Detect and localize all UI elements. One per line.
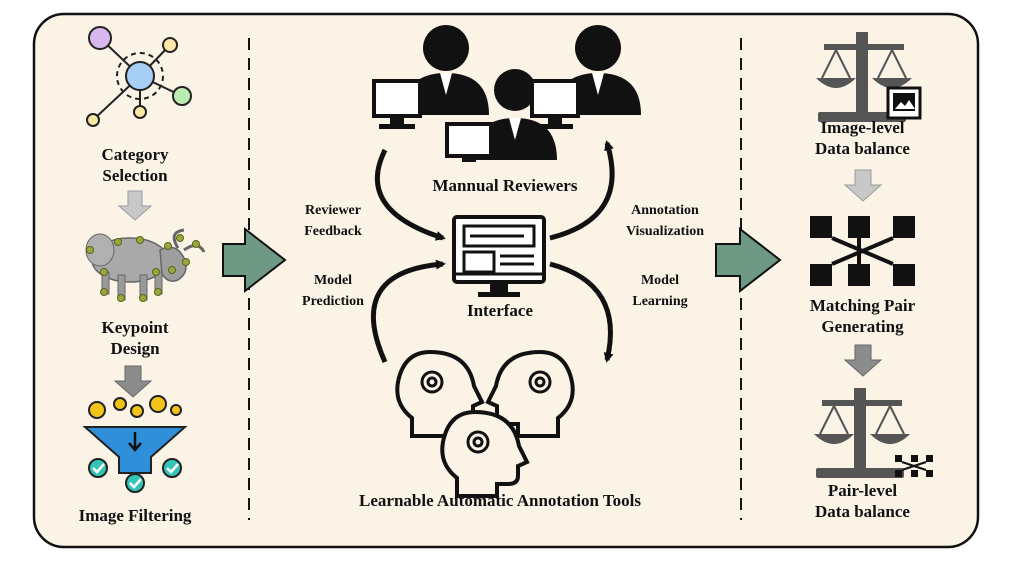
image-filtering-label: Image Filtering <box>78 506 192 525</box>
scale-icon-pair-level <box>814 388 910 478</box>
filter-funnel-icon <box>82 395 188 493</box>
network-icon <box>86 26 192 127</box>
big-arrow-right <box>715 226 782 294</box>
flow-arrows <box>370 140 615 364</box>
arrow-down-3 <box>843 169 883 202</box>
pairs-mini-icon <box>895 455 933 477</box>
arrow-down-1 <box>117 190 153 221</box>
reviewers-label: Mannual Reviewers <box>432 176 578 195</box>
matching-pairs-icon <box>810 216 915 286</box>
big-arrow-left <box>222 226 287 294</box>
interface-label: Interface <box>466 301 534 320</box>
reviewers-icon <box>372 25 641 162</box>
bull-model-icon <box>85 228 206 302</box>
tools-label: Learnable Automatic Annotation Tools <box>359 491 641 510</box>
arrow-down-2 <box>113 365 153 398</box>
interface-monitor-icon <box>452 215 546 297</box>
scale-icon-image-level <box>816 32 912 122</box>
ai-heads-icon <box>395 349 575 498</box>
image-icon <box>886 86 922 120</box>
arrow-down-4 <box>843 344 883 377</box>
